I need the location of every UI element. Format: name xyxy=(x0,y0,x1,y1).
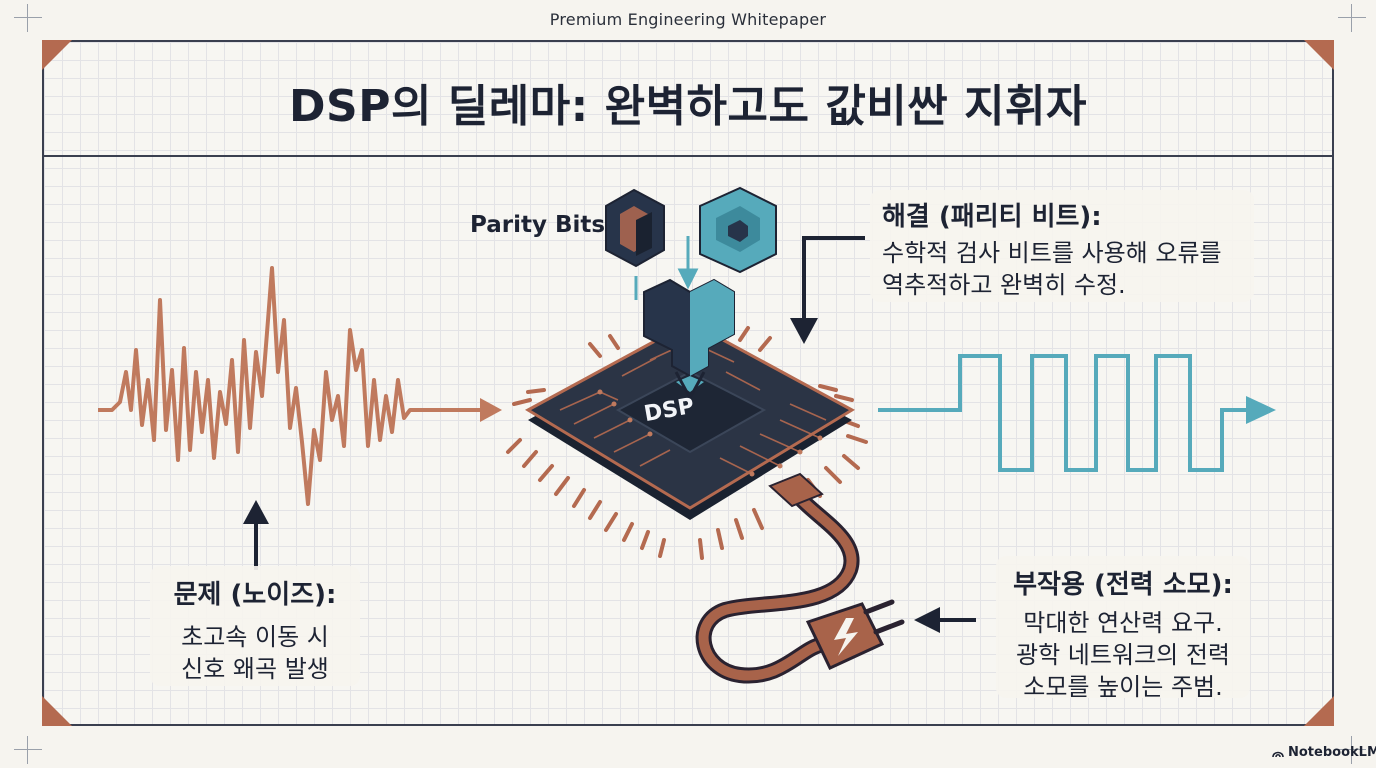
side-effect-heading: 부작용 (전력 소모): xyxy=(1013,570,1233,600)
clean-signal-wave xyxy=(878,354,1250,472)
arrow-down-icon xyxy=(790,236,865,344)
brand-watermark: NotebookLM xyxy=(1272,745,1376,760)
problem-body: 초고속 이동 시 신호 왜곡 발생 xyxy=(150,621,360,685)
lightning-icon xyxy=(834,618,858,656)
clean-arrow-head-icon xyxy=(1246,396,1276,424)
problem-callout: 문제 (노이즈): 초고속 이동 시 신호 왜곡 발생 xyxy=(150,566,360,686)
dsp-chip xyxy=(524,320,856,520)
arrow-down-icon xyxy=(634,236,699,300)
solution-heading: 해결 (패리티 비트): xyxy=(882,202,1102,232)
power-plug-icon xyxy=(805,599,905,670)
corner-ornament-bottom-right xyxy=(1304,696,1334,726)
power-cable xyxy=(695,472,860,684)
title-band xyxy=(42,40,1334,157)
page-title: DSP의 딜레마: 완벽하고도 값비싼 지휘자 xyxy=(288,81,1088,132)
solution-body: 수학적 검사 비트를 사용해 오류를 역추적하고 완벽히 수정. xyxy=(882,237,1254,301)
noise-arrow-head-icon xyxy=(480,398,502,422)
side-effect-line: 광학 네트워크의 전력 xyxy=(1016,641,1230,669)
side-effect-body: 막대한 연산력 요구. 광학 네트워크의 전력 소모를 높이는 주범. xyxy=(996,607,1250,703)
header-label: Premium Engineering Whitepaper xyxy=(549,10,827,29)
problem-line: 신호 왜곡 발생 xyxy=(181,655,329,683)
problem-line: 초고속 이동 시 xyxy=(181,623,329,651)
parity-bits-label: Parity Bits xyxy=(470,212,606,238)
arrow-down-icon xyxy=(674,371,706,402)
parity-block-icon xyxy=(699,186,777,274)
solution-line: 수학적 검사 비트를 사용해 오류를 xyxy=(882,239,1222,267)
registration-mark-icon xyxy=(1338,4,1366,32)
registration-mark-icon xyxy=(14,4,42,32)
brand-label: NotebookLM xyxy=(1288,745,1376,760)
corner-ornament-top-left xyxy=(42,40,72,70)
problem-heading: 문제 (노이즈): xyxy=(173,580,337,610)
chip-pins xyxy=(506,326,868,560)
notebooklm-logo-icon xyxy=(1272,751,1284,757)
registration-mark-icon xyxy=(1338,736,1366,764)
side-effect-line: 소모를 높이는 주범. xyxy=(1023,673,1223,701)
arrow-up-icon xyxy=(243,500,269,570)
side-effect-callout: 부작용 (전력 소모): 막대한 연산력 요구. 광학 네트워크의 전력 소모를… xyxy=(996,556,1250,701)
registration-mark-icon xyxy=(14,736,42,764)
merged-parity-block-icon xyxy=(643,278,735,392)
arrow-left-icon xyxy=(914,607,976,633)
parity-block-icon xyxy=(605,188,665,268)
solution-line: 역추적하고 완벽히 수정. xyxy=(882,271,1126,299)
corner-ornament-top-right xyxy=(1304,40,1334,70)
corner-ornament-bottom-left xyxy=(42,696,72,726)
noisy-signal-wave xyxy=(98,266,430,506)
solution-callout: 해결 (패리티 비트): 수학적 검사 비트를 사용해 오류를 역추적하고 완벽… xyxy=(870,190,1254,302)
side-effect-line: 막대한 연산력 요구. xyxy=(1023,609,1223,637)
